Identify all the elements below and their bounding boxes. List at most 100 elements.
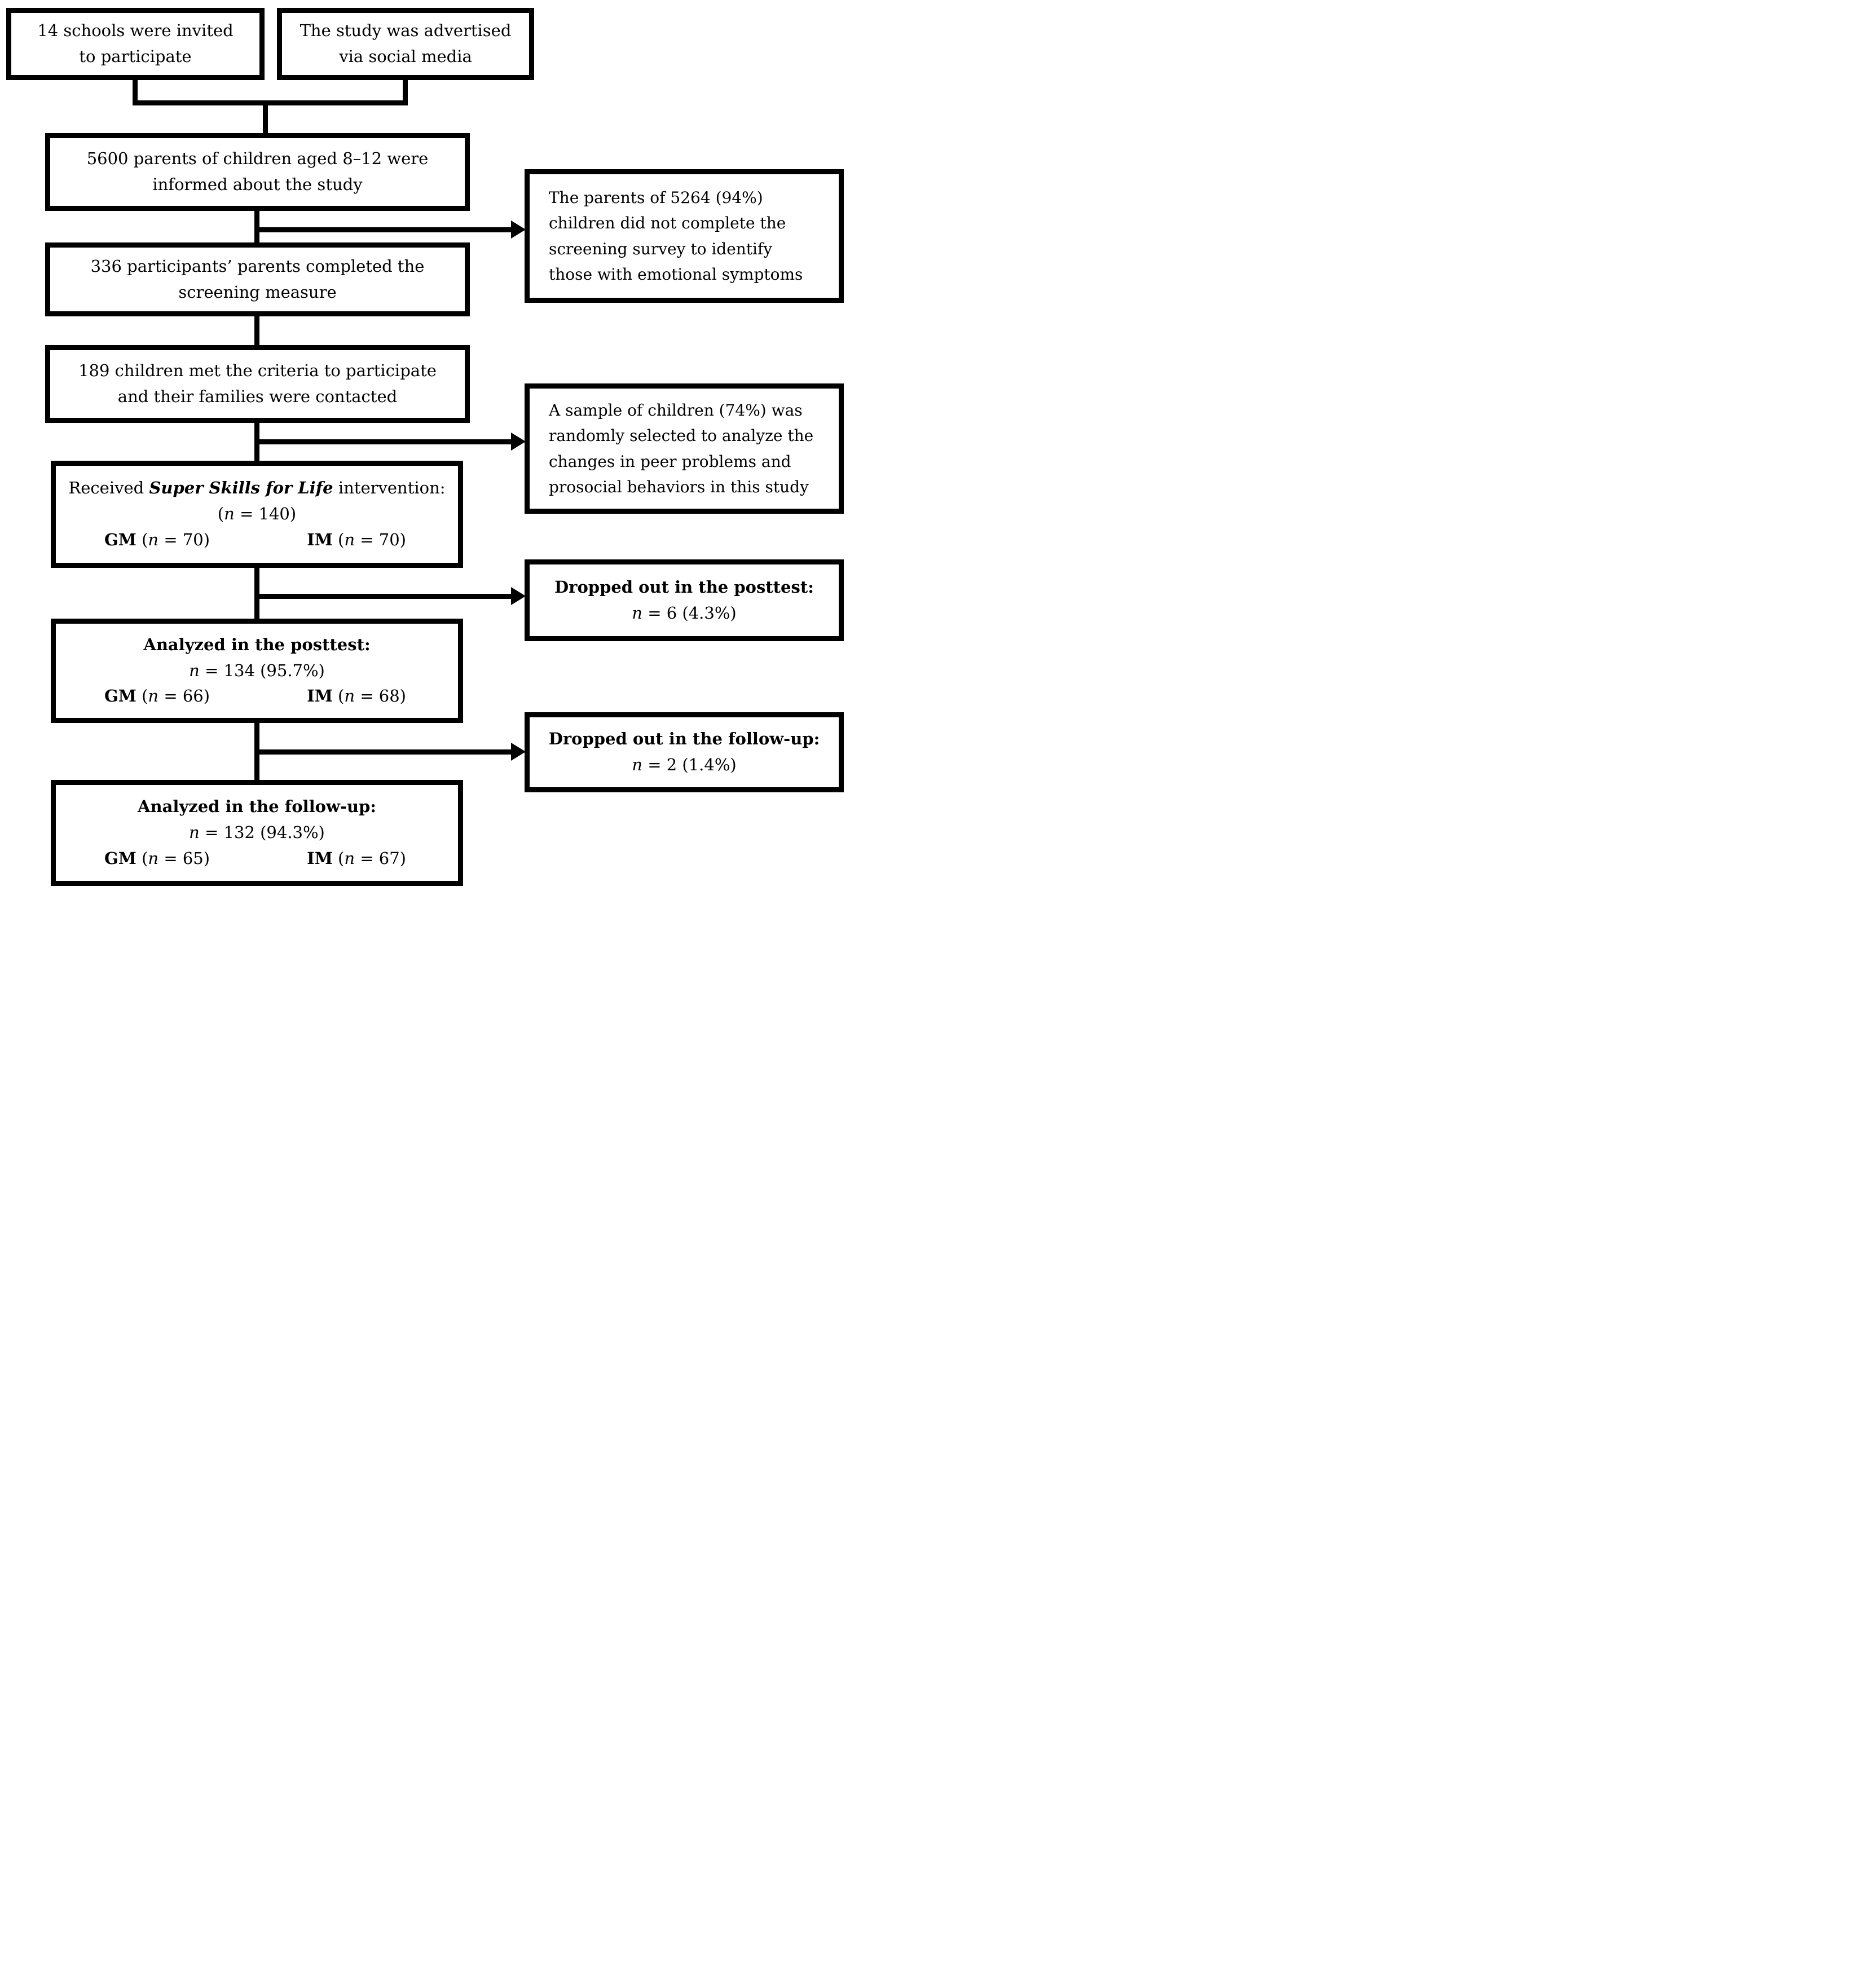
arrow-right-icon: [511, 743, 526, 761]
text-segment: (: [332, 530, 345, 549]
group-row: GM (n = 66) IM (n = 68): [56, 683, 458, 709]
text-line: screening measure: [178, 282, 337, 302]
gm-group: GM (n = 70): [104, 527, 210, 553]
text-line: screening survey to identify: [549, 239, 773, 258]
im-group: IM (n = 68): [307, 683, 406, 709]
text-line: via social media: [339, 47, 472, 66]
text-segment: = 66): [158, 686, 210, 706]
text-line: prosocial behaviors in this study: [549, 477, 809, 496]
arrow-right-icon: [511, 587, 526, 605]
box-analyzed-posttest: Analyzed in the posttest: n = 134 (95.7%…: [51, 619, 463, 723]
connector-branch-3: [254, 594, 513, 599]
side-box-random-sample: A sample of children (74%) was randomly …: [525, 383, 844, 514]
connector-spine-4: [254, 566, 259, 620]
text-segment: = 134 (95.7%): [199, 660, 325, 680]
arrow-right-icon: [511, 433, 526, 451]
n-symbol: n: [189, 660, 200, 680]
text-line: 14 schools were invited: [37, 21, 234, 41]
text-line: to participate: [79, 47, 192, 66]
text-segment: Received: [68, 478, 149, 498]
text-segment: = 140): [234, 504, 297, 524]
text-line: Dropped out in the posttest:: [554, 577, 814, 597]
n-symbol: n: [148, 686, 159, 706]
text-segment: = 68): [355, 686, 406, 706]
group-row: GM (n = 65) IM (n = 67): [56, 846, 458, 872]
group-label: GM: [104, 530, 136, 549]
text-line: children did not complete the: [549, 214, 786, 233]
n-symbol: n: [224, 504, 235, 524]
connector-stub-left: [133, 79, 138, 105]
connector-branch-1: [254, 227, 513, 232]
sample-size-line: n = 2 (1.4%): [632, 752, 736, 778]
im-group: IM (n = 70): [307, 527, 406, 553]
connector-stub-right: [403, 79, 408, 105]
text-segment: (: [332, 848, 345, 868]
connector-spine-1: [254, 209, 259, 244]
text-segment: = 67): [355, 848, 406, 868]
text-segment: (: [136, 686, 148, 706]
text-line: Analyzed in the follow-up:: [137, 797, 377, 817]
text-line: randomly selected to analyze the: [549, 426, 814, 446]
sample-size-line: (n = 140): [218, 501, 296, 527]
connector-merge-drop: [263, 100, 268, 134]
text-segment: = 70): [158, 530, 210, 549]
sample-size-line: n = 132 (94.3%): [189, 820, 325, 846]
text-line: The parents of 5264 (94%): [549, 188, 763, 207]
text-segment: = 132 (94.3%): [199, 823, 325, 843]
group-label: GM: [104, 686, 136, 706]
text-line: 336 participants’ parents completed the: [90, 256, 425, 276]
text-segment: (: [332, 686, 345, 706]
n-symbol: n: [344, 848, 355, 868]
gm-group: GM (n = 66): [104, 683, 210, 709]
text-segment: = 65): [158, 848, 210, 868]
text-line: informed about the study: [152, 175, 363, 194]
intervention-name: Super Skills for Life: [149, 478, 333, 498]
text-segment: (: [136, 530, 148, 549]
box-met-criteria: 189 children met the criteria to partici…: [45, 345, 470, 423]
box-parents-informed: 5600 parents of children aged 8–12 were …: [45, 133, 470, 211]
connector-branch-2: [254, 439, 513, 444]
side-box-dropout-followup: Dropped out in the follow-up: n = 2 (1.4…: [525, 712, 844, 792]
text-segment: intervention:: [333, 478, 446, 498]
text-line: Dropped out in the follow-up:: [548, 729, 820, 749]
text-line: A sample of children (74%) was: [549, 400, 803, 420]
box-intervention-received: Received Super Skills for Life intervent…: [51, 461, 463, 568]
box-schools-invited: 14 schools were invited to participate: [6, 8, 265, 80]
box-screening-completed: 336 participants’ parents completed the …: [45, 242, 470, 316]
text-line: 189 children met the criteria to partici…: [78, 361, 437, 381]
text-segment: = 70): [355, 530, 406, 549]
text-line: The study was advertised: [300, 21, 512, 41]
connector-branch-4: [254, 749, 513, 755]
side-box-did-not-complete-screening: The parents of 5264 (94%) children did n…: [525, 169, 844, 303]
n-symbol: n: [344, 686, 355, 706]
participant-flow-diagram: 14 schools were invited to participate T…: [0, 0, 853, 898]
text-line: those with emotional symptoms: [549, 264, 803, 284]
group-label: IM: [307, 686, 333, 706]
sample-size-line: n = 134 (95.7%): [189, 658, 325, 684]
gm-group: GM (n = 65): [104, 846, 210, 872]
text-line: and their families were contacted: [117, 387, 398, 406]
n-symbol: n: [632, 603, 642, 623]
n-symbol: n: [344, 530, 355, 549]
connector-spine-2: [254, 314, 259, 346]
n-symbol: n: [632, 755, 642, 774]
text-segment: = 2 (1.4%): [642, 755, 737, 774]
group-label: IM: [307, 530, 333, 549]
n-symbol: n: [189, 823, 200, 843]
arrow-right-icon: [511, 220, 526, 239]
text-line: 5600 parents of children aged 8–12 were: [86, 149, 429, 169]
group-label: GM: [104, 848, 136, 868]
text-line: changes in peer problems and: [549, 452, 791, 471]
box-social-media-advert: The study was advertised via social medi…: [277, 8, 534, 80]
box-analyzed-followup: Analyzed in the follow-up: n = 132 (94.3…: [51, 780, 463, 886]
group-label: IM: [307, 848, 333, 868]
group-row: GM (n = 70) IM (n = 70): [56, 527, 458, 553]
n-symbol: n: [148, 848, 159, 868]
text-line: Analyzed in the posttest:: [143, 634, 371, 654]
text-segment: = 6 (4.3%): [642, 603, 737, 623]
n-symbol: n: [148, 530, 159, 549]
text-segment: (: [136, 848, 148, 868]
text-segment: (: [217, 504, 224, 524]
sample-size-line: n = 6 (4.3%): [632, 601, 736, 627]
connector-merge-horizontal: [133, 100, 408, 105]
